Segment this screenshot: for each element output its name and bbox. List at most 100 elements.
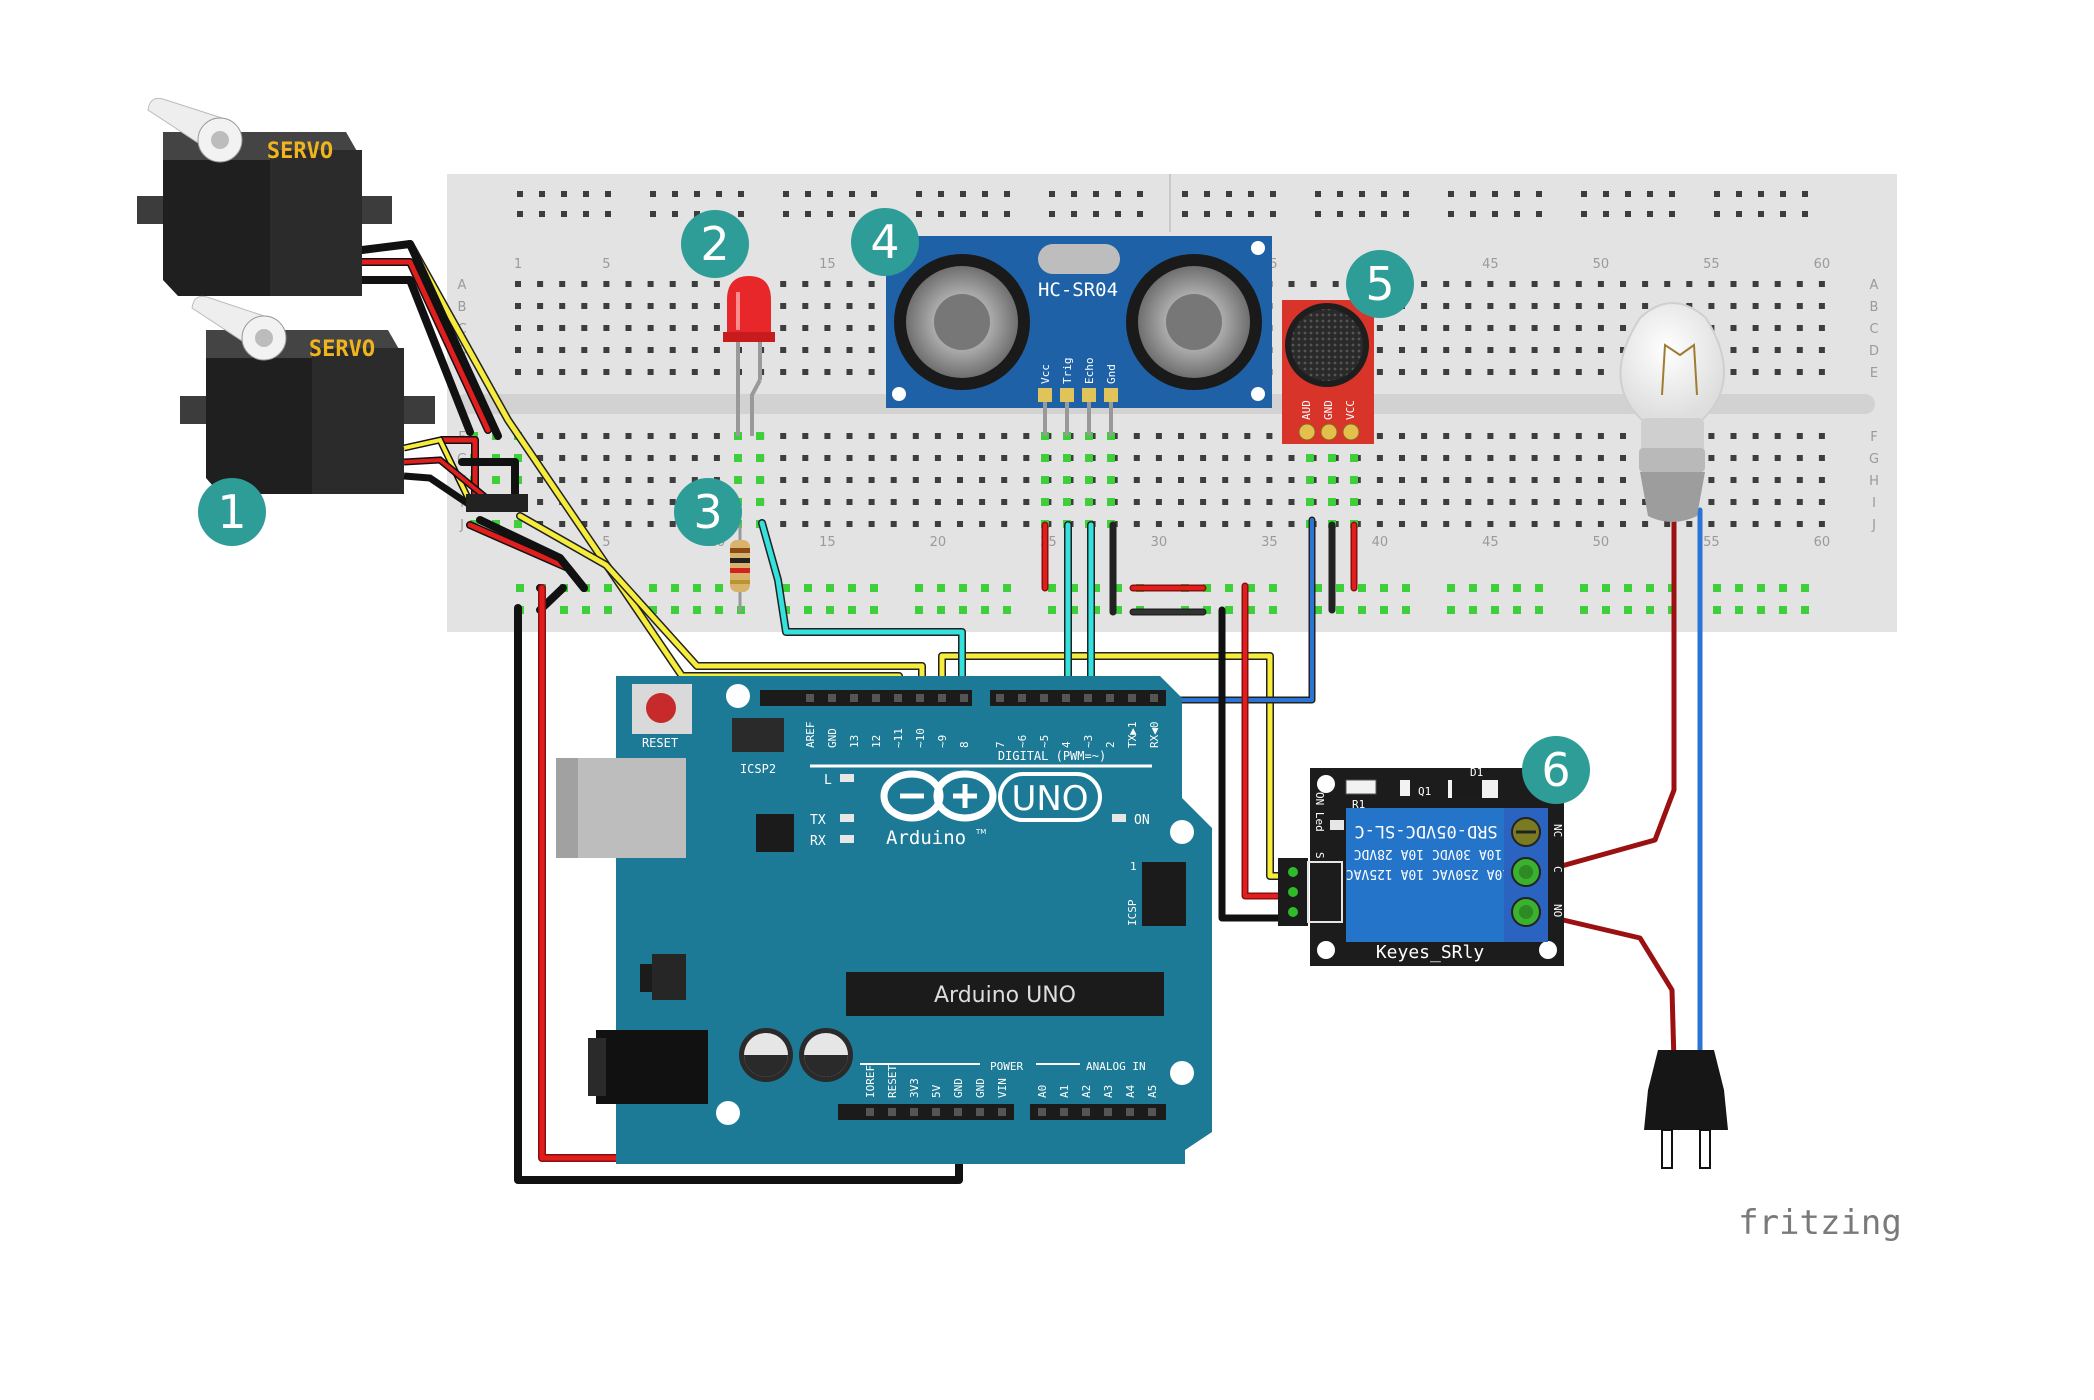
rail-hole <box>1248 191 1254 197</box>
bb-hole <box>669 281 676 287</box>
bb-hole <box>912 455 919 461</box>
col-number-top: 45 <box>1482 257 1499 272</box>
rail-hole <box>1337 191 1343 197</box>
header-pin <box>866 1108 874 1116</box>
bb-hole <box>1531 521 1538 527</box>
bb-hole <box>625 281 632 287</box>
bb-hole <box>1509 433 1516 439</box>
bb-hole <box>559 347 566 353</box>
bb-hole <box>603 499 610 505</box>
bb-hole <box>625 477 632 483</box>
rail-hole <box>583 191 589 197</box>
bb-hole <box>1465 369 1472 375</box>
bb-hole <box>1575 281 1582 287</box>
bb-hole <box>1399 455 1405 461</box>
bb-hole <box>780 281 787 287</box>
rail-hole-connected <box>1048 584 1056 592</box>
bb-hole <box>1730 455 1737 461</box>
rail-hole-connected <box>1779 584 1787 592</box>
rail-hole <box>827 211 833 217</box>
rail-hole <box>1492 211 1498 217</box>
rail-hole-connected <box>804 584 812 592</box>
bb-hole <box>1443 347 1450 353</box>
rail-hole <box>694 211 700 217</box>
bb-hole <box>1575 499 1582 505</box>
rail-hole-connected <box>604 606 612 614</box>
bb-hole <box>691 347 698 353</box>
bb-hole <box>957 477 963 483</box>
bb-hole <box>1421 347 1428 353</box>
bb-hole <box>1376 347 1383 353</box>
bb-hole <box>1288 499 1295 505</box>
bb-hole <box>846 281 853 287</box>
bb-hole <box>1133 455 1140 461</box>
bb-hole <box>625 303 632 309</box>
bb-hole <box>1597 455 1604 461</box>
rail-hole-connected <box>1580 584 1588 592</box>
bb-hole <box>537 455 544 461</box>
col-number-bottom: 35 <box>1261 535 1278 550</box>
digital-pin-label: ~5 <box>1038 735 1051 748</box>
rail-hole <box>1448 191 1454 197</box>
bb-hole <box>846 455 853 461</box>
bb-hole <box>1421 455 1428 461</box>
rail-hole-connected <box>1336 606 1344 614</box>
bb-hole <box>1509 347 1516 353</box>
bb-hole <box>647 477 654 483</box>
rail-hole-connected <box>715 606 723 614</box>
analog-pin-label: A5 <box>1146 1085 1159 1098</box>
bb-hole <box>802 521 809 527</box>
bb-hole <box>1774 521 1781 527</box>
bb-hole <box>1774 369 1781 375</box>
bb-hole <box>1575 325 1582 331</box>
header-pin <box>954 1108 962 1116</box>
bb-hole <box>802 455 809 461</box>
col-number-bottom: 20 <box>930 535 947 550</box>
bb-hole <box>802 325 809 331</box>
digital-label: DIGITAL (PWM=~) <box>998 749 1106 763</box>
wire-lamp-line <box>1537 507 1677 875</box>
bb-hole <box>1443 281 1450 287</box>
bb-hole <box>1597 303 1604 309</box>
bb-hole <box>603 303 610 309</box>
rail-hole <box>1625 191 1631 197</box>
bb-hole <box>1597 521 1604 527</box>
bb-hole <box>1708 303 1715 309</box>
rail-hole <box>982 211 988 217</box>
header-pin <box>806 694 814 702</box>
bb-hole <box>1597 281 1604 287</box>
rail-hole-connected <box>1513 584 1521 592</box>
rail-hole <box>1492 191 1498 197</box>
digital-pin-label: 2 <box>1104 741 1117 748</box>
rail-hole-connected <box>959 584 967 592</box>
bb-hole <box>669 303 676 309</box>
bb-hole <box>625 521 632 527</box>
bb-hole <box>868 477 875 483</box>
digital-pin-label: ~3 <box>1082 735 1095 748</box>
bb-hole <box>1133 521 1140 527</box>
bb-hole <box>1421 281 1428 287</box>
bb-hole <box>713 347 720 353</box>
rail-hole-connected <box>782 584 790 592</box>
marker-2: 2 <box>681 210 749 278</box>
header-pin <box>1062 694 1070 702</box>
bb-hole <box>1531 477 1538 483</box>
bb-hole <box>979 521 986 527</box>
servo-1: SERVO <box>137 97 392 296</box>
bb-hole <box>559 303 566 309</box>
bb-hole <box>1531 499 1538 505</box>
bb-hole <box>824 477 831 483</box>
header-pin <box>996 694 1004 702</box>
bb-hole <box>1575 347 1582 353</box>
bb-hole-connected <box>1041 454 1049 462</box>
bb-hole <box>1465 303 1472 309</box>
bb-hole <box>669 433 676 439</box>
header-pin <box>1104 1108 1112 1116</box>
bb-hole <box>1376 369 1383 375</box>
rail-hole <box>1403 211 1409 217</box>
bb-hole-connected <box>1085 454 1093 462</box>
bb-hole <box>780 477 787 483</box>
rail-hole <box>1204 191 1210 197</box>
relay-module: D1 R1 Q1 ON Led S SRD-05VDC-SL-C 10A 250… <box>1278 766 1564 966</box>
